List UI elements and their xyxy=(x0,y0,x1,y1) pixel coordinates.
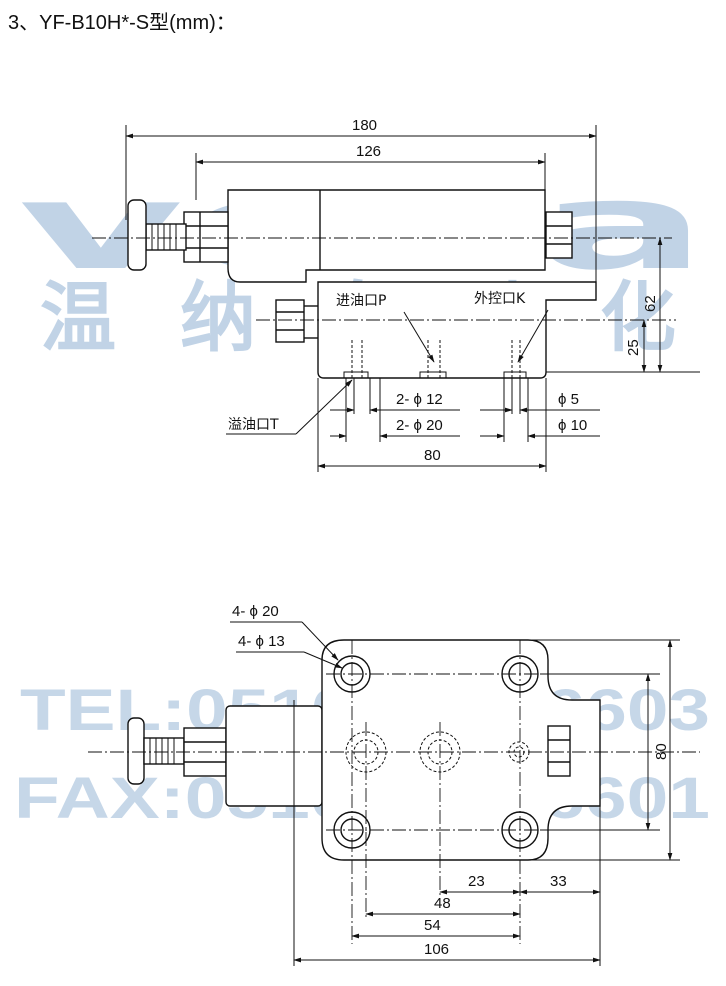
label-external-k: 外控口K xyxy=(474,291,526,307)
dim-25: 25 xyxy=(625,339,642,356)
dim-4-phi13: 4- ϕ 13 xyxy=(238,633,285,650)
dim-23: 23 xyxy=(468,873,485,890)
dim-180: 180 xyxy=(352,117,377,134)
top-view: 180 126 xyxy=(92,117,700,472)
dim-80-top: 80 xyxy=(424,447,441,464)
dim-33: 33 xyxy=(550,873,567,890)
dim-62: 62 xyxy=(642,295,659,312)
watermark-cn-1: 温 xyxy=(40,273,116,362)
dim-48: 48 xyxy=(434,895,451,912)
dim-106: 106 xyxy=(424,941,449,958)
dim-phi5: ϕ 5 xyxy=(558,391,579,408)
dim-80-bottom: 80 xyxy=(653,743,670,760)
dim-54: 54 xyxy=(424,917,441,934)
dim-2-phi12: 2- ϕ 12 xyxy=(396,391,443,408)
dim-4-phi20: 4- ϕ 20 xyxy=(232,603,279,620)
dim-phi10: ϕ 10 xyxy=(558,417,587,434)
watermark-cn-5: 化 xyxy=(600,273,676,362)
label-overflow-t: 溢油口T xyxy=(228,417,279,433)
bottom-view: 80 4- ϕ 20 4- ϕ 13 23 33 48 54 106 xyxy=(88,603,700,966)
label-inlet-p: 进油口P xyxy=(336,293,386,309)
dim-126: 126 xyxy=(356,143,381,160)
drawing-title: 3、YF-B10H*-S型(mm)： xyxy=(8,12,236,34)
dim-2-phi20: 2- ϕ 20 xyxy=(396,417,443,434)
watermark-cn-2: 纳 xyxy=(180,273,256,362)
